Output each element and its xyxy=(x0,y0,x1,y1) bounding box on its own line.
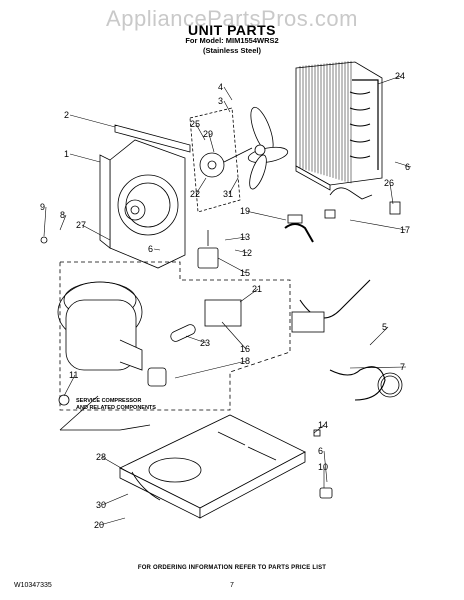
callout-21: 21 xyxy=(252,284,262,294)
callout-3: 3 xyxy=(218,96,223,106)
leader-line-14 xyxy=(313,424,325,434)
document-number: W10347335 xyxy=(14,582,52,589)
model-line: For Model: MIM1554WRS2 xyxy=(185,36,279,45)
leader-line-1 xyxy=(69,153,101,163)
leader-line-22 xyxy=(195,177,207,195)
leader-line-13 xyxy=(224,236,247,241)
callout-13: 13 xyxy=(240,232,250,242)
callout-11: 11 xyxy=(69,370,78,380)
callout-6: 6 xyxy=(148,244,153,254)
callout-2: 2 xyxy=(64,110,69,120)
leader-line-8 xyxy=(59,214,67,231)
callout-15: 15 xyxy=(240,268,250,278)
leader-line-5 xyxy=(369,326,389,346)
leader-line-29 xyxy=(208,133,215,153)
callout-8: 8 xyxy=(60,210,65,220)
leader-line-20 xyxy=(99,517,126,526)
leader-line-19 xyxy=(245,210,287,221)
leader-line-28 xyxy=(101,456,129,473)
watermark: AppliancePartsPros.com xyxy=(106,6,358,31)
leader-line-18 xyxy=(174,360,247,379)
leader-line-17 xyxy=(349,219,407,231)
leader-line-25 xyxy=(195,123,206,141)
callout-19: 19 xyxy=(240,206,250,216)
callout-22: 22 xyxy=(190,189,200,199)
callout-27: 27 xyxy=(76,220,86,230)
callout-20: 20 xyxy=(94,520,104,530)
condenser-drawing xyxy=(295,60,383,191)
callout-16: 16 xyxy=(240,344,250,354)
callout-24: 24 xyxy=(395,71,405,81)
leader-line-27 xyxy=(81,224,111,241)
callout-31: 31 xyxy=(223,189,233,199)
callout-10: 10 xyxy=(318,462,328,472)
callout-30: 30 xyxy=(96,500,106,510)
callout-12: 12 xyxy=(242,248,252,258)
callout-1: 1 xyxy=(64,149,69,159)
leader-line-2 xyxy=(69,114,116,128)
leader-line-7 xyxy=(349,366,407,369)
service-boundary xyxy=(59,261,291,411)
leader-line-30 xyxy=(101,493,129,506)
leader-line-3 xyxy=(223,100,231,113)
fan-shroud-drawing xyxy=(99,124,191,269)
leader-line-9 xyxy=(43,206,47,237)
leader-line-24 xyxy=(377,75,402,85)
callout-4: 4 xyxy=(218,82,223,92)
electrical-parts-drawing xyxy=(197,187,401,269)
service-note-line-1: SERVICE COMPRESSOR xyxy=(76,398,141,404)
fan-motor-drawing xyxy=(189,106,289,213)
leader-line-6 xyxy=(323,450,328,483)
callout-28: 28 xyxy=(96,452,106,462)
leader-line-26 xyxy=(389,182,394,205)
callout-14: 14 xyxy=(318,420,328,430)
leader-line-6 xyxy=(153,248,161,251)
callout-6: 6 xyxy=(318,446,323,456)
callout-7: 7 xyxy=(400,362,405,372)
service-note-line-2: AND RELATED COMPONENTS xyxy=(76,405,156,411)
ordering-note: FOR ORDERING INFORMATION REFER TO PARTS … xyxy=(137,565,327,571)
wiring-harness-drawing xyxy=(291,279,403,401)
base-plate-drawing xyxy=(119,414,306,519)
leader-line-21 xyxy=(239,288,259,303)
leader-line-31 xyxy=(228,177,239,195)
callout-23: 23 xyxy=(200,338,210,348)
page-title: UNIT PARTS xyxy=(188,22,276,38)
callout-26: 26 xyxy=(384,178,394,188)
leader-line-6 xyxy=(394,161,412,168)
leader-line-15 xyxy=(217,257,247,274)
callout-9: 9 xyxy=(40,202,45,212)
callout-25: 25 xyxy=(190,119,200,129)
leader-line-11 xyxy=(63,374,76,397)
page-number: 7 xyxy=(230,582,234,589)
callout-17: 17 xyxy=(400,225,410,235)
variant-line: (Stainless Steel) xyxy=(203,46,261,55)
callout-5: 5 xyxy=(382,322,387,332)
leader-line-12 xyxy=(234,249,249,254)
callout-18: 18 xyxy=(240,356,250,366)
leader-line-4 xyxy=(223,86,233,101)
compressor-drawing xyxy=(57,281,242,387)
leader-line-16 xyxy=(221,321,247,350)
callout-6: 6 xyxy=(405,162,410,172)
callout-29: 29 xyxy=(203,129,213,139)
leader-line-23 xyxy=(185,335,207,344)
